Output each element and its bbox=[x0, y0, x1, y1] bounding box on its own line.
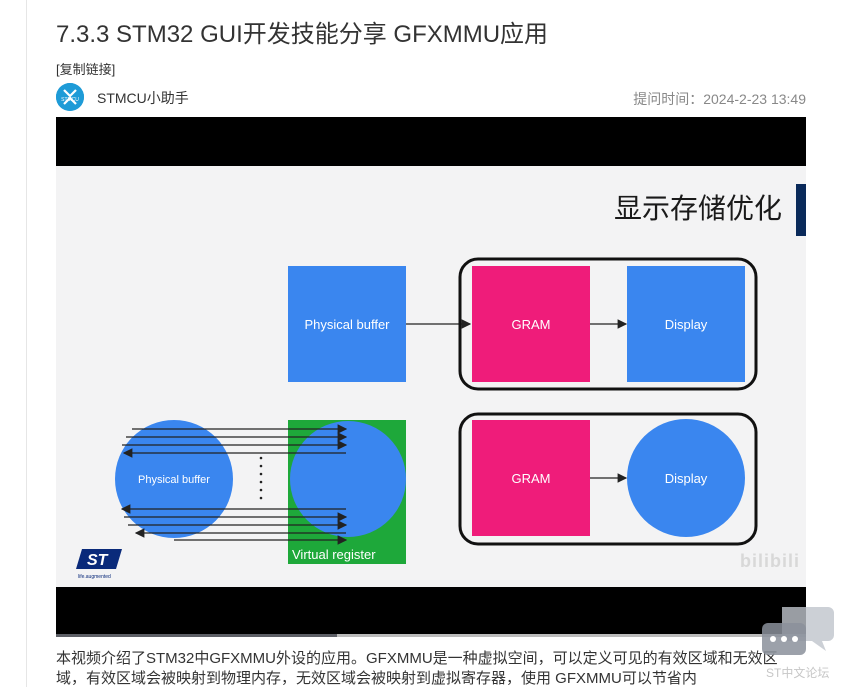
bottom-display-label: Display bbox=[665, 471, 708, 486]
video-progress-bar[interactable] bbox=[56, 634, 806, 637]
stmcu-logo-icon: STMCU bbox=[56, 83, 84, 111]
video-player[interactable]: 显示存储优化 Physical buffer GRAM Display Virt… bbox=[56, 117, 806, 637]
avatar[interactable]: STMCU bbox=[56, 83, 84, 111]
post-time: 提问时间：2024-2-23 13:49 bbox=[633, 91, 806, 107]
page-left-border bbox=[0, 0, 27, 687]
mapping-arrows bbox=[120, 424, 348, 545]
video-slide: 显示存储优化 Physical buffer GRAM Display Virt… bbox=[56, 166, 806, 587]
virtual-circle bbox=[290, 421, 406, 537]
top-gram-label: GRAM bbox=[512, 317, 551, 332]
slide-accent-bar bbox=[796, 184, 806, 236]
slide-title: 显示存储优化 bbox=[613, 192, 782, 225]
top-gram-box bbox=[472, 266, 590, 382]
avatar-text: STMCU bbox=[61, 97, 79, 103]
ellipsis-dots bbox=[259, 456, 263, 500]
svg-text:ST: ST bbox=[87, 552, 109, 569]
copy-link-button[interactable]: [复制链接] bbox=[56, 62, 116, 77]
forum-chat-widget[interactable] bbox=[762, 603, 834, 668]
bottom-gram-box bbox=[472, 420, 590, 536]
logo-tagline: life.augmented bbox=[78, 574, 111, 580]
bilibili-watermark: bilibili bbox=[740, 551, 800, 571]
bottom-group-frame bbox=[458, 412, 758, 546]
bottom-gram-label: GRAM bbox=[512, 471, 551, 486]
top-display-box bbox=[627, 266, 745, 382]
top-group-frame bbox=[458, 257, 758, 391]
virtual-register-label: Virtual register bbox=[292, 547, 376, 562]
page-title: 7.3.3 STM32 GUI开发技能分享 GFXMMU应用 bbox=[56, 21, 549, 48]
author-name-link[interactable]: STMCU小助手 bbox=[97, 90, 189, 106]
top-physical-buffer-label: Physical buffer bbox=[304, 317, 390, 332]
author-row: STMCU STMCU小助手 提问时间：2024-2-23 13:49 bbox=[56, 83, 806, 111]
top-physical-buffer-box bbox=[288, 266, 406, 382]
bottom-display-circle bbox=[627, 419, 745, 537]
chat-bubbles-icon bbox=[762, 607, 834, 655]
bottom-physical-buffer-label: Physical buffer bbox=[138, 474, 210, 486]
top-display-label: Display bbox=[665, 317, 708, 332]
memory-diagram: Physical buffer GRAM Display Virtual reg… bbox=[76, 257, 758, 580]
st-logo-icon: ST life.augmented bbox=[76, 549, 122, 580]
video-progress-fill bbox=[56, 634, 338, 637]
forum-name-watermark: ST中文论坛 bbox=[766, 666, 830, 680]
post-description: 本视频介绍了STM32中GFXMMU外设的应用。GFXMMU是一种虚拟空间，可以… bbox=[56, 650, 778, 687]
